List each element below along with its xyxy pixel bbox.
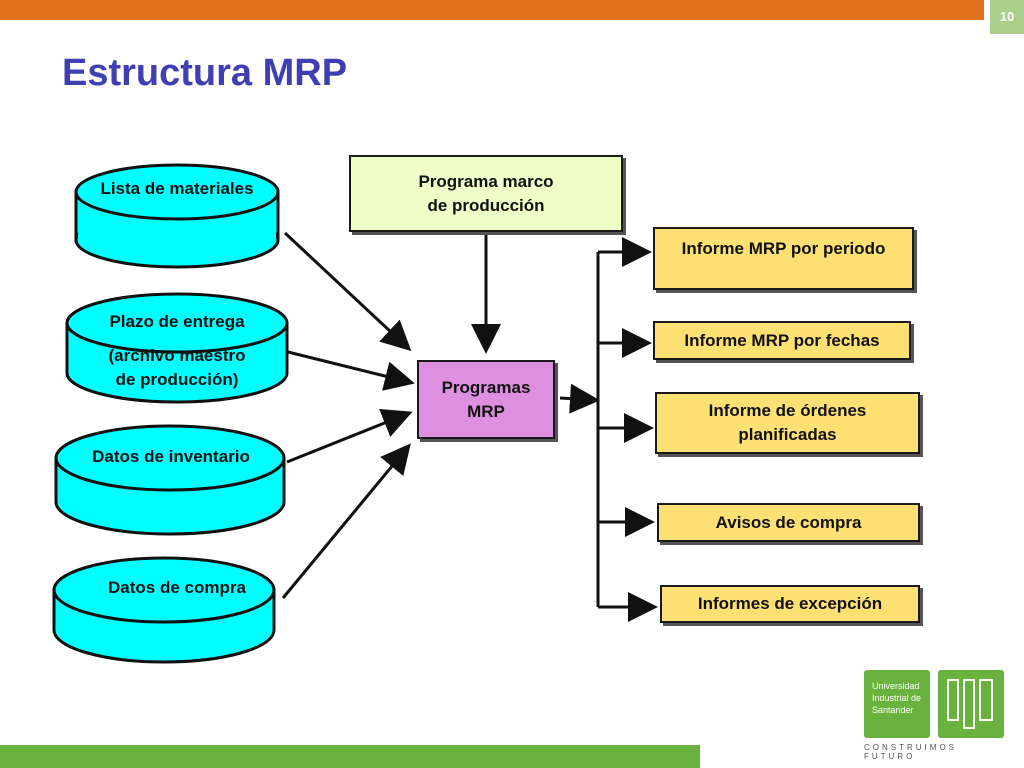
mrp-program-box: Programas MRP [417, 360, 555, 439]
arrow-inventory-to-mrp [286, 408, 413, 464]
output-box-purchase-notices: Avisos de compra [657, 503, 920, 542]
label-materials: Lista de materiales [100, 179, 254, 198]
mrp-program-line1: Programas [441, 377, 531, 397]
output-box-period: Informe MRP por periodo [653, 227, 914, 290]
logo-line3: Santander [872, 705, 914, 715]
logo-line1: Universidad [872, 681, 920, 691]
master-schedule-line2: de producción [427, 195, 545, 215]
output-label-purchase-notices: Avisos de compra [715, 512, 862, 532]
arrow-materials-to-mrp [283, 231, 412, 352]
top-accent-bar [0, 0, 984, 20]
output-label-dates: Informe MRP por fechas [684, 330, 880, 350]
label-lead-line1: Plazo de entrega [109, 312, 245, 331]
arrow-mrp-to-bus [559, 383, 600, 414]
logo-motto: CONSTRUIMOS FUTURO [864, 743, 957, 761]
output-label-period: Informe MRP por periodo [681, 239, 886, 258]
label-lead-line2: (archivo maestro [108, 346, 246, 365]
slide-title: Estructura MRP [62, 52, 348, 94]
label-inventory: Datos de inventario [92, 447, 250, 466]
cylinder-materials [74, 163, 280, 269]
output-label-planned-orders: Informe de órdenes planificadas [708, 401, 867, 444]
logo-line2: Industrial de [872, 693, 922, 703]
university-emblem-icon [938, 670, 1004, 738]
label-purchase: Datos de compra [108, 578, 246, 597]
page-number: 10 [990, 0, 1024, 34]
university-logo-text: Universidad Industrial de Santander [864, 670, 930, 738]
master-schedule-line1: Programa marco [418, 171, 554, 191]
arrow-leadtime-to-mrp [287, 350, 415, 391]
cylinder-lead-time [65, 292, 289, 404]
output-box-dates: Informe MRP por fechas [653, 321, 911, 360]
cylinder-inventory [54, 424, 286, 536]
bottom-accent-bar [0, 745, 700, 768]
output-box-exceptions: Informes de excepción [660, 585, 920, 623]
mrp-program-line2: MRP [467, 401, 505, 421]
arrow-purchase-to-mrp [281, 443, 411, 599]
master-schedule-box: Programa marco de producción [349, 155, 623, 232]
label-lead-line3: de producción) [115, 370, 239, 389]
output-box-planned-orders: Informe de órdenes planificadas [655, 392, 920, 454]
uis-emblem-icon [947, 679, 993, 729]
cylinder-purchase [52, 556, 276, 664]
output-label-exceptions: Informes de excepción [697, 594, 883, 613]
